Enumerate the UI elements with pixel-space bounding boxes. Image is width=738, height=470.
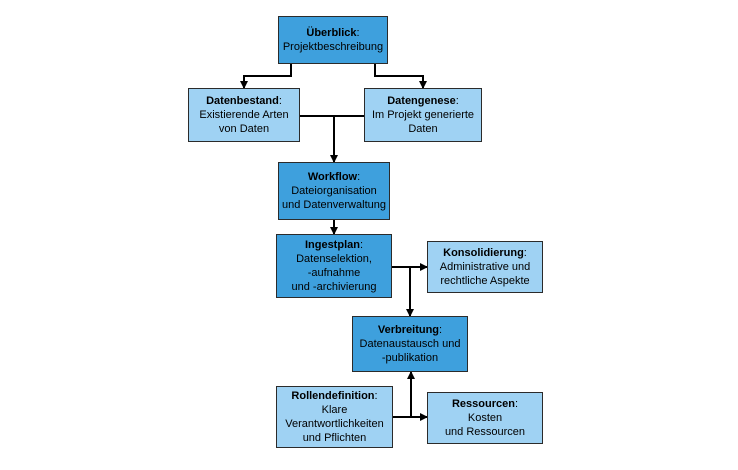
edge-ueberblick-datenbestand xyxy=(240,64,292,89)
node-title: Ressourcen xyxy=(451,398,515,410)
node-desc-line: -publikation xyxy=(381,352,439,364)
node-desc-line: Projektbeschreibung xyxy=(282,41,384,53)
node-ingestplan: Ingestplan: Datenselektion, -aufnahme un… xyxy=(276,234,392,298)
node-title: Datengenese xyxy=(387,95,456,107)
node-title: Datenbestand xyxy=(206,95,279,107)
node-desc-line: Datenaustausch und xyxy=(359,338,461,350)
node-konsolidierung: Konsolidierung: Administrative und recht… xyxy=(427,241,543,293)
node-title: Ingestplan xyxy=(304,239,360,251)
node-desc-line: und Ressourcen xyxy=(444,426,526,438)
node-desc-line: Existierende Arten xyxy=(199,109,289,121)
title-colon: : xyxy=(439,324,443,336)
node-desc-line: und -archivierung xyxy=(291,281,377,293)
node-desc-line: Im Projekt generierte xyxy=(371,109,475,121)
title-colon: : xyxy=(278,95,282,107)
node-desc-line: Kosten xyxy=(467,412,503,424)
node-datenbestand: Datenbestand: Existierende Arten von Dat… xyxy=(188,88,300,142)
node-desc-line: Klare xyxy=(321,404,348,416)
node-workflow: Workflow: Dateiorganisation und Datenver… xyxy=(278,162,390,220)
title-colon: : xyxy=(374,390,378,402)
title-colon: : xyxy=(357,171,361,183)
edge-ueberblick-datengenese xyxy=(374,64,427,89)
node-desc-line: Verantwortlichkeiten xyxy=(285,418,384,430)
node-desc-line: und Pflichten xyxy=(302,432,367,444)
node-title: Verbreitung xyxy=(377,324,440,336)
node-title: Rollendefinition xyxy=(291,390,375,402)
title-colon: : xyxy=(356,27,360,39)
node-desc-line: Datenselektion, xyxy=(296,253,372,265)
node-rollendefinition: Rollendefinition: Klare Verantwortlichke… xyxy=(276,386,393,448)
title-colon: : xyxy=(523,247,527,259)
node-title: Überblick xyxy=(306,27,357,39)
node-desc-line: von Daten xyxy=(218,123,270,135)
node-ressourcen: Ressourcen: Kosten und Ressourcen xyxy=(427,392,543,444)
title-colon: : xyxy=(514,398,519,410)
node-desc-line: rechtliche Aspekte xyxy=(440,275,530,287)
node-desc-line: -aufnahme xyxy=(307,267,361,279)
node-desc-line: Administrative und xyxy=(439,261,531,273)
node-verbreitung: Verbreitung: Datenaustausch und -publika… xyxy=(352,316,468,372)
node-title: Konsolidierung xyxy=(443,247,524,259)
node-ueberblick: Überblick: Projektbeschreibung xyxy=(278,16,388,64)
node-title: Workflow xyxy=(307,171,358,183)
title-colon: : xyxy=(455,95,459,107)
node-datengenese: Datengenese: Im Projekt generierte Daten xyxy=(364,88,482,142)
node-desc-line: und Datenverwaltung xyxy=(282,199,386,211)
node-desc-line: Dateiorganisation xyxy=(291,185,377,197)
node-desc-line: Daten xyxy=(408,123,438,135)
title-colon: : xyxy=(359,239,364,251)
